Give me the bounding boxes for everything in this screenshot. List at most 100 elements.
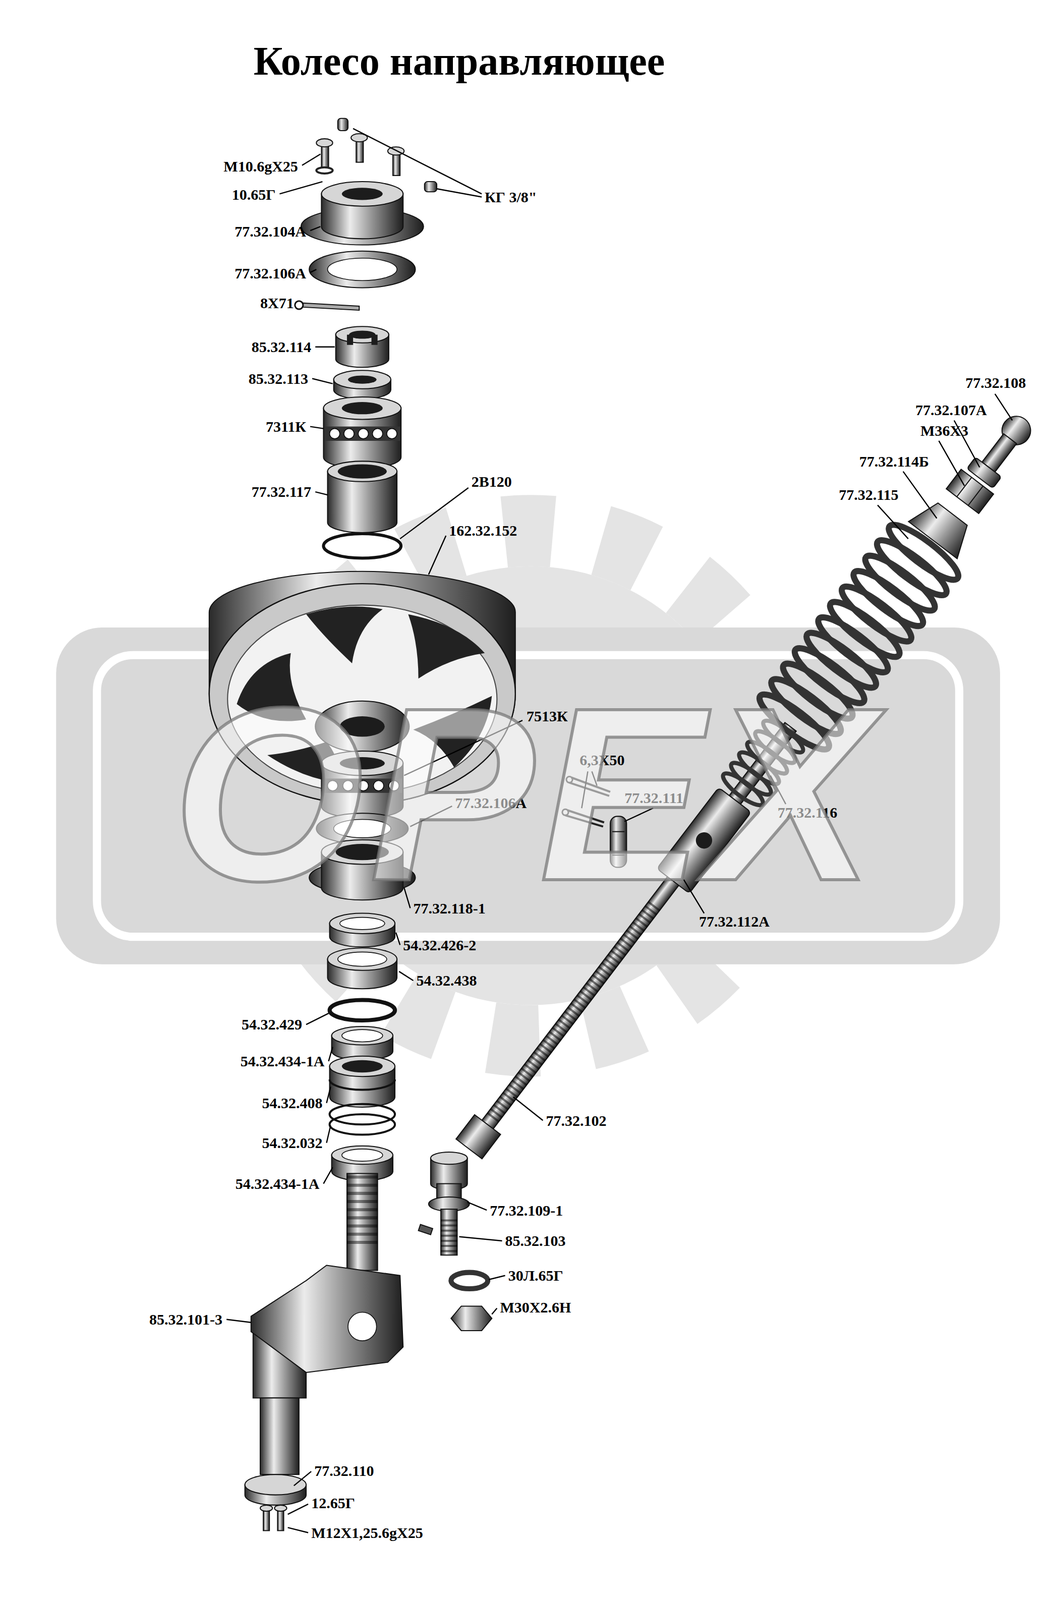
part-shape bbox=[260, 1397, 300, 1475]
part-shape bbox=[418, 1224, 433, 1235]
part-shape bbox=[835, 578, 918, 649]
part-shape bbox=[346, 1173, 378, 1270]
part-shape bbox=[329, 1000, 395, 1021]
part-label: 77.32.114Б bbox=[859, 452, 929, 471]
part-label: 162.32.152 bbox=[448, 521, 517, 540]
part-shape bbox=[859, 548, 942, 618]
part-shape bbox=[358, 428, 369, 439]
part-label: 2В120 bbox=[471, 473, 512, 491]
part-shape bbox=[347, 375, 377, 384]
part-label: М30Х2.6Н bbox=[499, 1298, 571, 1317]
part-label: М10.6gХ25 bbox=[223, 157, 298, 176]
part-label: 54.32.429 bbox=[241, 1015, 303, 1034]
part-shape bbox=[329, 428, 340, 439]
part-shape bbox=[341, 187, 383, 200]
part-shape bbox=[329, 1114, 395, 1135]
part-label: 77.32.106А bbox=[234, 264, 307, 283]
part-shape bbox=[371, 334, 378, 345]
part-label: 77.32.117 bbox=[251, 483, 312, 501]
part-shape bbox=[327, 947, 398, 971]
part-shape bbox=[430, 1151, 468, 1165]
part-shape bbox=[323, 533, 401, 559]
part-shape bbox=[303, 303, 360, 311]
part-shape bbox=[316, 167, 333, 174]
part-shape bbox=[274, 1504, 287, 1511]
part-label: 77.32.102 bbox=[546, 1111, 607, 1130]
part-label: 85.32.114 bbox=[251, 338, 312, 357]
part-shape bbox=[321, 181, 403, 207]
part-shape bbox=[341, 1029, 383, 1042]
part-shape bbox=[337, 118, 348, 131]
part-shape bbox=[329, 1056, 395, 1077]
part-shape bbox=[847, 563, 929, 633]
part-shape bbox=[440, 1218, 457, 1255]
part-shape bbox=[309, 251, 416, 288]
part-shape bbox=[341, 1060, 383, 1073]
part-shape bbox=[824, 594, 906, 665]
part-shape bbox=[436, 1183, 462, 1198]
part-shape bbox=[908, 495, 977, 559]
part-label: 77.32.115 bbox=[838, 486, 899, 504]
part-shape bbox=[316, 138, 333, 147]
part-shape bbox=[424, 181, 437, 192]
part-shape bbox=[450, 1272, 488, 1289]
part-label: 77.32.110 bbox=[314, 1461, 374, 1480]
part-shape bbox=[323, 396, 401, 420]
part-label: 8Х71 bbox=[260, 294, 295, 313]
part-shape bbox=[329, 1079, 395, 1090]
part-shape bbox=[870, 532, 953, 603]
part-shape bbox=[341, 401, 383, 415]
part-label: 54.32.426-2 bbox=[402, 936, 477, 954]
part-shape bbox=[882, 517, 965, 588]
part-label: 10.65Г bbox=[231, 186, 276, 204]
part-shape bbox=[245, 1474, 307, 1495]
part-shape bbox=[346, 1175, 378, 1247]
part-shape bbox=[327, 460, 398, 482]
part-label: 12.65Г bbox=[311, 1494, 356, 1512]
part-label: 77.32.108 bbox=[965, 374, 1026, 392]
part-shape bbox=[372, 428, 383, 439]
part-shape bbox=[327, 258, 398, 281]
part-label: 85.32.113 bbox=[248, 369, 309, 388]
part-label: 85.32.103 bbox=[505, 1232, 566, 1250]
part-shape bbox=[956, 477, 972, 497]
part-shape bbox=[455, 1114, 501, 1159]
part-shape bbox=[55, 627, 1001, 965]
part-label: 77.32.107А bbox=[915, 401, 987, 420]
part-label: 85.32.101-3 bbox=[149, 1310, 223, 1329]
part-label: 54.32.434-1А bbox=[235, 1175, 320, 1193]
part-shape bbox=[333, 370, 391, 389]
part-shape bbox=[946, 469, 994, 514]
watermark-gear bbox=[55, 530, 1001, 1041]
part-label: 54.32.434-1А bbox=[240, 1052, 325, 1071]
part-shape bbox=[341, 1148, 383, 1161]
part-shape bbox=[339, 917, 385, 930]
part-shape bbox=[347, 1312, 377, 1342]
part-shape bbox=[306, 606, 383, 663]
part-shape bbox=[295, 301, 304, 310]
part-shape bbox=[260, 1504, 273, 1511]
part-shape bbox=[440, 1208, 457, 1255]
part-label: 54.32.032 bbox=[261, 1134, 323, 1152]
part-label: М12Х1,25.6gХ25 bbox=[311, 1524, 424, 1542]
part-shape bbox=[811, 609, 894, 680]
part-label: 77.32.104А bbox=[234, 222, 307, 241]
part-shape bbox=[337, 463, 387, 479]
part-shape bbox=[337, 951, 387, 966]
part-label: 30Л.65Г bbox=[508, 1266, 564, 1285]
watermark: ОРЕХ bbox=[171, 670, 880, 918]
part-shape bbox=[343, 428, 355, 439]
part-shape bbox=[324, 426, 400, 441]
part-shape bbox=[968, 486, 983, 506]
part-label: 77.32.109-1 bbox=[489, 1201, 563, 1219]
part-shape bbox=[251, 1264, 403, 1372]
part-shape bbox=[331, 1026, 393, 1045]
part-shape bbox=[490, 905, 655, 1121]
part-shape bbox=[331, 1145, 393, 1165]
part-label: 7311К bbox=[265, 418, 307, 436]
part-shape bbox=[450, 1305, 492, 1331]
part-shape bbox=[346, 334, 354, 345]
part-label: 54.32.438 bbox=[416, 971, 478, 990]
part-label: КГ 3/8" bbox=[484, 188, 537, 206]
part-label: М36Х3 bbox=[920, 422, 969, 440]
